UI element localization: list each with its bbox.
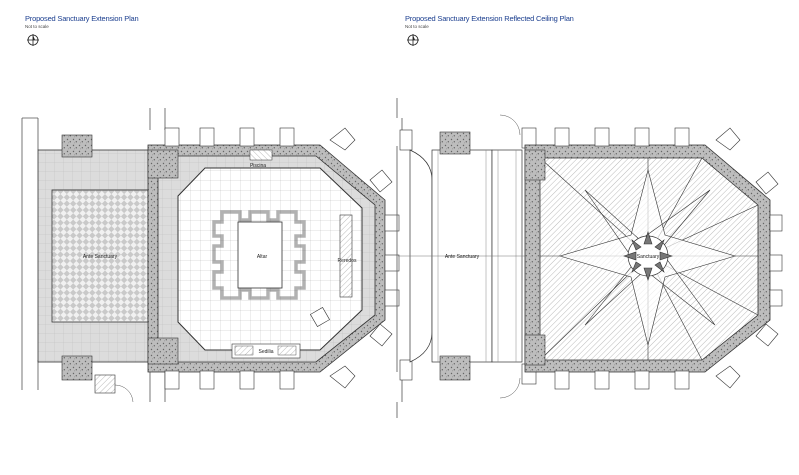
label-ante-sanctuary-ceiling: Ante Sanctuary — [445, 254, 480, 260]
label-sedilia: Sedilia — [258, 349, 273, 355]
piscina — [249, 149, 273, 161]
north-arrow-icon — [407, 34, 419, 46]
sedilia — [231, 343, 301, 359]
left-plan-title: Proposed Sanctuary Extension Plan — [25, 14, 139, 23]
north-arrow-icon — [27, 34, 39, 46]
ceiling-boss — [623, 231, 673, 281]
label-altar: Altar — [257, 254, 268, 260]
label-ante-sanctuary: Ante Sanctuary — [83, 254, 118, 260]
label-piscina: Piscina — [250, 163, 266, 169]
left-plan-scale-note: Not to scale — [25, 24, 49, 29]
right-ceiling-plan: Ante Sanctuary Sanctuary — [396, 98, 783, 418]
right-plan-title: Proposed Sanctuary Extension Reflected C… — [405, 14, 574, 23]
label-reredos: Reredos — [338, 258, 357, 264]
ante-sanctuary-diamond-floor — [51, 189, 149, 323]
right-plan-scale-note: Not to scale — [405, 24, 429, 29]
label-sanctuary: Sanctuary — [637, 254, 660, 260]
left-floor-plan: Ante Sanctuary Piscina Altar Reredos Sed… — [21, 108, 400, 403]
reredos — [339, 214, 353, 298]
altar — [237, 221, 283, 289]
